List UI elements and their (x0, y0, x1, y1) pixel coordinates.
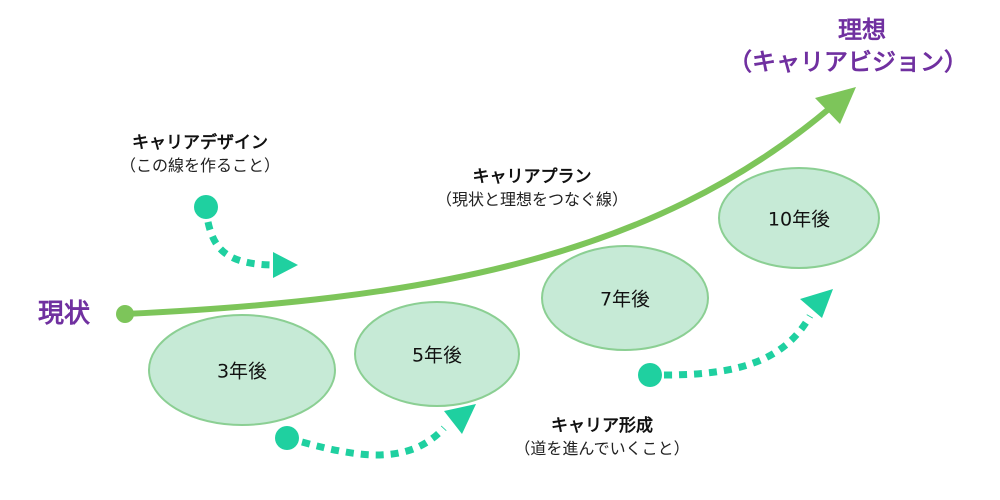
career-plan-subtitle: （現状と理想をつなぐ線） (435, 190, 629, 209)
formation2-arrowhead (800, 289, 833, 318)
ideal-subtitle: （キャリアビジョン） (728, 48, 968, 76)
formation-arrowhead (444, 404, 476, 434)
formation2-dotted-arrow (663, 314, 814, 379)
design-arrowhead (273, 252, 298, 278)
formation-start-dot (275, 426, 299, 450)
formation2-start-dot (638, 363, 662, 387)
career-design-title: キャリアデザイン (132, 133, 268, 153)
milestone-3-label: 3年後 (216, 360, 268, 383)
ideal-title: 理想 (838, 16, 886, 44)
milestone-ellipse-5 (354, 301, 520, 407)
milestone-ellipse-3 (148, 314, 336, 426)
career-plan-arrowhead (815, 87, 856, 124)
milestone-ellipse-10 (718, 167, 880, 269)
career-design-subtitle: （この線を作ること） (119, 156, 281, 175)
career-formation-subtitle: （道を進んでいくこと） (514, 439, 690, 458)
milestone-10-label: 10年後 (767, 208, 831, 231)
current-label: 現状 (38, 299, 91, 329)
milestone-5-label: 5年後 (411, 344, 463, 367)
career-plan-line (122, 105, 833, 317)
formation-dotted-arrow (301, 425, 447, 459)
design-dotted-arrow (204, 221, 273, 269)
career-formation-title: キャリア形成 (551, 416, 653, 436)
current-point (116, 305, 134, 323)
milestone-ellipse-7 (541, 245, 709, 351)
milestone-7-label: 7年後 (599, 288, 651, 311)
career-plan-title: キャリアプラン (472, 167, 592, 187)
design-start-dot (194, 195, 218, 219)
